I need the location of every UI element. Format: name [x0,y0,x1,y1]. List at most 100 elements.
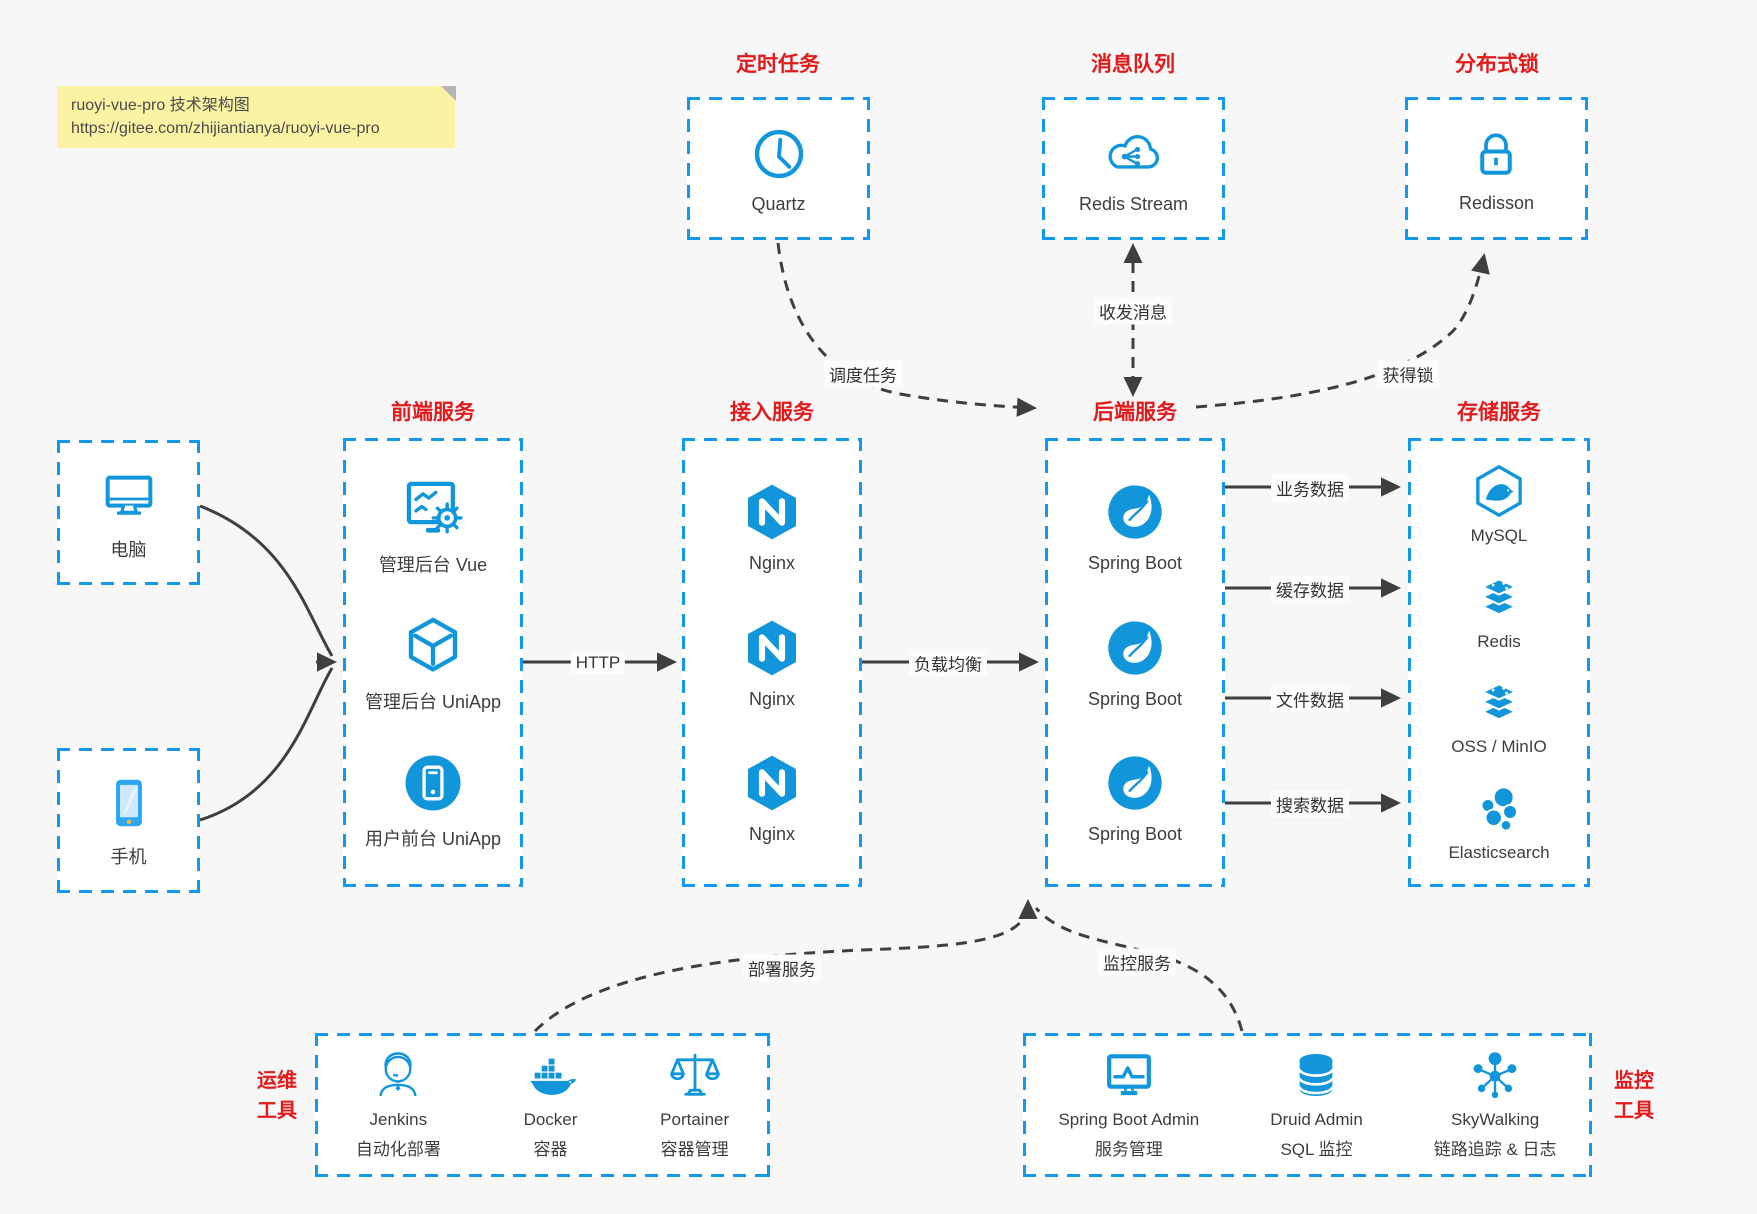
portainer-desc: 容器管理 [660,1140,729,1159]
edge-label-lock: 获得锁 [1377,360,1439,388]
ops-tools-side-title: 运维 工具 [257,1070,297,1122]
oss-minio-label: OSS / MinIO [1451,737,1547,757]
nginx-icon [748,484,796,540]
nginx-label-3: Nginx [748,824,796,845]
lock-icon [1480,132,1513,175]
column-title-frontend: 前端服务 [391,401,475,424]
quartz-label: Quartz [751,193,806,214]
edge-label-search-data: 搜索数据 [1271,790,1349,818]
mobile-client-node: 手机 [98,772,160,869]
column-title-backend: 后端服务 [1093,401,1177,424]
spring-boot-admin-icon [1106,1053,1151,1095]
note-title: ruoyi-vue-pro 技术架构图 [71,97,250,114]
message-arrowhead-down [1123,377,1143,397]
edge-label-cache-data: 缓存数据 [1271,575,1349,603]
spring-label-2: Spring Boot [1087,688,1183,709]
mobile-client-box: 手机 [57,748,200,893]
redisson-box: Redisson [1405,97,1588,240]
spring-icon [1108,485,1162,539]
spring-node-1: Spring Boot [1088,480,1182,574]
nginx-label-2: Nginx [748,688,796,709]
skywalking-node: SkyWalking 链路追踪 & 日志 [1434,1047,1557,1164]
storage-box: MySQL Redis OSS / Mi [1408,438,1590,887]
druid-icon [1298,1053,1335,1096]
deploy-service-curve [533,899,1038,1033]
mobile-to-frontend-arrow [199,667,334,822]
admin-uniapp-node: 管理后台 UniApp [365,613,501,714]
jenkins-node: Jenkins 自动化部署 [356,1047,441,1164]
docker-desc: 容器 [533,1140,568,1159]
nginx-node-3: Nginx [740,751,804,845]
quartz-node: Quartz [748,123,810,215]
desktop-icon [105,475,152,515]
group-title-distributed-lock: 分布式锁 [1455,53,1539,76]
druid-name: Druid Admin [1270,1109,1363,1129]
spring-label-1: Spring Boot [1087,552,1183,573]
acquire-lock-curve [1195,253,1490,409]
frontend-box: 管理后台 Vue 管理后台 UniApp 用户前台 UniApp [343,438,523,887]
docker-icon [529,1058,576,1095]
edge-label-load-balance: 负载均衡 [909,649,987,677]
spring-boot-admin-node: Spring Boot Admin 服务管理 [1058,1047,1199,1164]
desktop-to-frontend-arrow [199,504,334,657]
redis-stream-box: Redis Stream [1042,97,1225,240]
edge-label-deploy: 部署服务 [743,954,821,982]
sticky-note-fold [441,86,456,101]
user-app-icon [405,755,461,811]
redis-label: Redis [1477,631,1521,651]
druid-desc: SQL 监控 [1280,1140,1353,1159]
druid-node: Druid Admin SQL 监控 [1270,1047,1363,1164]
clock-icon [754,129,803,178]
skywalking-desc: 链路追踪 & 日志 [1433,1140,1557,1159]
admin-vue-icon [406,481,463,534]
column-title-gateway: 接入服务 [730,401,814,424]
edge-label-biz-data: 业务数据 [1271,474,1349,502]
spring-label-3: Spring Boot [1087,824,1183,845]
user-uniapp-label: 用户前台 UniApp [364,829,502,849]
mysql-icon [1476,464,1522,517]
mobile-client-label: 手机 [110,847,147,867]
monitor-tools-side-title: 监控 工具 [1614,1070,1654,1122]
elasticsearch-node: Elasticsearch [1448,781,1550,863]
skywalking-name: SkyWalking [1451,1109,1540,1129]
edge-label-http: HTTP [570,652,626,674]
jenkins-desc: 自动化部署 [355,1140,441,1159]
nginx-node-1: Nginx [740,480,804,574]
portainer-name: Portainer [660,1109,730,1129]
user-uniapp-node: 用户前台 UniApp [365,750,501,851]
admin-vue-label: 管理后台 Vue [378,555,488,575]
mobile-icon [115,779,142,827]
schedule-task-curve [776,242,1037,417]
oss-minio-node: OSS / MinIO [1451,675,1547,757]
redis-stream-label: Redis Stream [1078,193,1189,214]
gateway-box: Nginx Nginx Nginx [682,438,862,887]
redis-stack-icon [1481,577,1517,615]
message-arrowhead-up [1123,243,1143,263]
edge-label-message: 收发消息 [1094,297,1172,325]
column-title-storage: 存储服务 [1457,401,1541,424]
pc-client-box: 电脑 [57,440,200,585]
elasticsearch-icon [1480,786,1519,832]
nginx-label-1: Nginx [748,552,796,573]
uniapp-cube-icon [408,617,458,672]
jenkins-icon [379,1051,417,1096]
group-title-scheduled-jobs: 定时任务 [736,53,820,76]
redisson-label: Redisson [1458,192,1535,213]
redis-stream-node: Redis Stream [1079,123,1188,215]
storage-stack-icon [1481,683,1517,721]
spring-node-3: Spring Boot [1088,751,1182,845]
admin-uniapp-label: 管理后台 UniApp [364,692,502,712]
spring-icon [1108,620,1162,675]
backend-box: Spring Boot Spring Boot Spring Boot [1045,438,1225,887]
portainer-node: Portainer 容器管理 [660,1047,729,1164]
nginx-icon [748,755,796,811]
pc-client-label: 电脑 [110,540,147,560]
sticky-note: ruoyi-vue-pro 技术架构图 https://gitee.com/zh… [57,86,456,148]
nginx-icon [748,620,796,675]
note-url: https://gitee.com/zhijiantianya/ruoyi-vu… [71,120,380,138]
nginx-node-2: Nginx [740,616,804,710]
ops-tools-box: Jenkins 自动化部署 Docker 容器 [315,1033,770,1177]
mysql-node: MySQL [1470,462,1528,546]
redis-node: Redis [1471,570,1527,652]
